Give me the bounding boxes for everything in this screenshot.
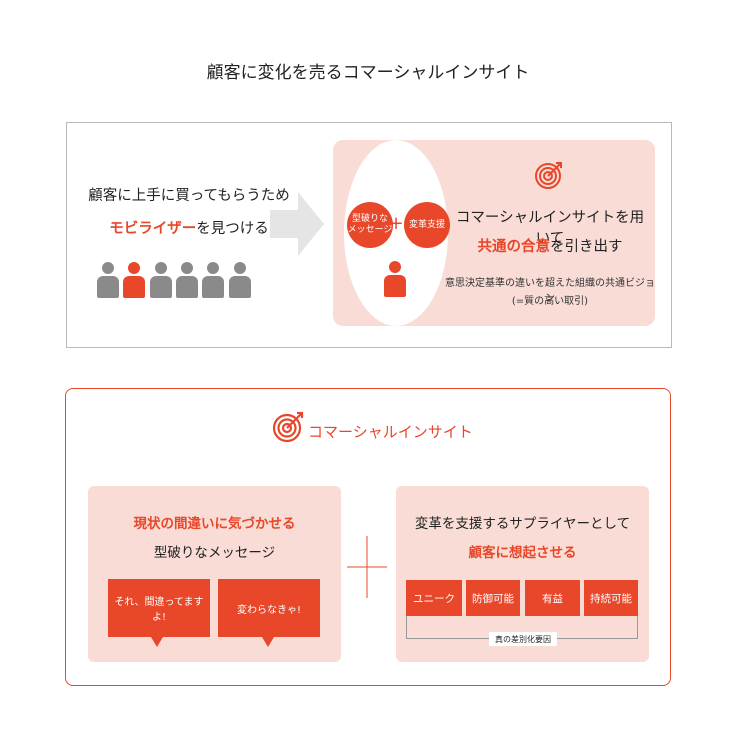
page-title: 顧客に変化を売るコマーシャルインサイト	[206, 63, 530, 83]
tag-defensible: 防御可能	[466, 580, 520, 616]
card-left-title: 現状の間違いに気づかせる	[133, 516, 296, 532]
person-icon	[175, 262, 198, 298]
person-icon	[149, 262, 172, 298]
speech-bubble: それ、間違ってますよ!	[108, 579, 210, 637]
mobilizer-heading-rest: を見つける	[196, 221, 269, 237]
consensus-keyword: 共通の合意	[477, 239, 551, 255]
person-icon-mobilizer	[384, 261, 406, 297]
insight-heading-line1: コマーシャルインサイトを用いて	[455, 210, 645, 247]
person-icon	[202, 262, 225, 298]
speech-bubble: 変わらなきゃ!	[218, 579, 320, 637]
speech-bubble-tail	[151, 637, 163, 647]
card-right-title: 変革を支援するサプライヤーとして	[414, 516, 631, 532]
speech-bubble-tail	[262, 637, 274, 647]
change-support-circle: 変革支援	[404, 202, 450, 248]
insight-note: (=質の高い取引)	[511, 296, 589, 307]
card-right-subtitle: 顧客に想起させる	[468, 545, 577, 561]
tag-beneficial: 有益	[525, 580, 580, 616]
person-icon	[97, 262, 119, 298]
arrow-right-icon	[270, 192, 324, 256]
tag-sustainable: 持続可能	[584, 580, 638, 616]
mobilizer-heading-line1: 顧客に上手に買ってもらうため	[88, 188, 290, 204]
card-left-subtitle: 型破りなメッセージ	[153, 545, 276, 561]
tag-unique: ユニーク	[406, 580, 462, 616]
plus-icon	[347, 536, 387, 598]
plus-icon: +	[388, 213, 404, 234]
circle-label-left: 型破りな メッセージ	[347, 214, 393, 235]
insight-heading-rest: を引き出す	[550, 239, 623, 255]
insight-description: 意思決定基準の違いを超えた組織の共通ビジョン	[445, 278, 655, 304]
circle-label-right: 変革支援	[408, 219, 445, 230]
mobilizer-keyword: モビライザー	[109, 221, 197, 237]
person-icon-mobilizer	[123, 262, 146, 298]
insight-heading-line2: 共通の合意を引き出す	[450, 235, 650, 256]
target-icon	[272, 411, 304, 443]
commercial-insight-title: コマーシャルインサイト	[308, 423, 473, 441]
unconventional-message-circle: 型破りな メッセージ	[347, 202, 393, 248]
top-panel	[66, 122, 672, 348]
target-icon	[535, 162, 562, 189]
mobilizer-heading-line2: モビライザーを見つける	[66, 217, 312, 238]
differentiator-label: 真の差別化要因	[489, 632, 557, 646]
person-icon	[228, 262, 251, 298]
